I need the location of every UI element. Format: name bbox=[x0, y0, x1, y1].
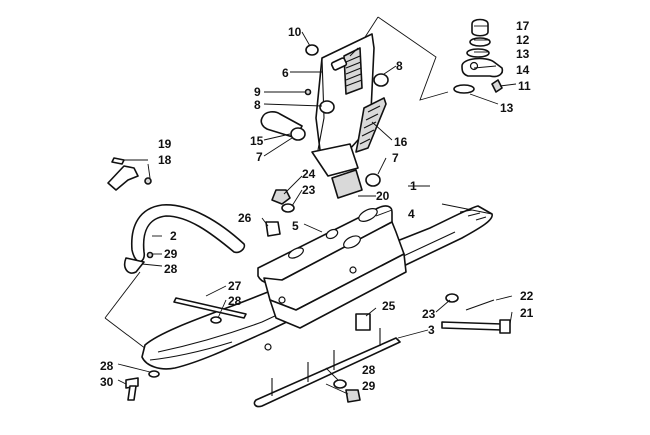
callout-20: 20 bbox=[376, 189, 390, 203]
callout-28d: 28 bbox=[100, 359, 114, 373]
callout-30: 30 bbox=[100, 375, 114, 389]
callout-13a: 13 bbox=[516, 47, 530, 61]
leader-lines bbox=[117, 25, 517, 395]
callout-2: 2 bbox=[170, 229, 177, 243]
callout-16: 16 bbox=[394, 135, 408, 149]
callout-14: 14 bbox=[516, 63, 530, 77]
callout-10: 10 bbox=[288, 25, 302, 39]
callout-28a: 28 bbox=[164, 262, 178, 276]
steering-arm-cap bbox=[453, 18, 504, 94]
callout-8b: 8 bbox=[254, 98, 261, 112]
callout-26: 26 bbox=[238, 211, 252, 225]
bushings bbox=[260, 73, 389, 199]
callout-28b: 28 bbox=[228, 294, 242, 308]
assembly-frame-lines bbox=[104, 16, 449, 353]
callout-4: 4 bbox=[408, 207, 415, 221]
callout-28c: 28 bbox=[362, 363, 376, 377]
callout-7a: 7 bbox=[256, 150, 263, 164]
callout-25: 25 bbox=[382, 299, 396, 313]
callout-7b: 7 bbox=[392, 151, 399, 165]
callout-18: 18 bbox=[158, 153, 172, 167]
callout-1: 1 bbox=[410, 179, 417, 193]
spindle-liner bbox=[355, 97, 387, 153]
callout-17: 17 bbox=[516, 19, 530, 33]
callout-15: 15 bbox=[250, 134, 264, 148]
callout-19: 19 bbox=[158, 137, 172, 151]
callout-23b: 23 bbox=[422, 307, 436, 321]
ski-loop-handle bbox=[123, 204, 246, 274]
callout-11: 11 bbox=[518, 79, 531, 93]
callout-13b: 13 bbox=[500, 101, 514, 115]
spindle-arm bbox=[311, 33, 375, 177]
callout-22: 22 bbox=[520, 289, 534, 303]
fasteners bbox=[125, 189, 511, 403]
callout-8a: 8 bbox=[396, 59, 403, 73]
callout-21: 21 bbox=[520, 306, 534, 320]
callout-12: 12 bbox=[516, 33, 530, 47]
callout-6: 6 bbox=[282, 66, 289, 80]
callout-5: 5 bbox=[292, 219, 299, 233]
top-hardware bbox=[304, 44, 319, 96]
callout-3: 3 bbox=[428, 323, 435, 337]
ski-spindle-housing bbox=[257, 205, 407, 329]
wear-bar bbox=[253, 328, 401, 408]
callout-23a: 23 bbox=[302, 183, 316, 197]
ski-loop-bracket bbox=[107, 157, 152, 191]
callout-9: 9 bbox=[254, 85, 261, 99]
callout-24: 24 bbox=[302, 167, 316, 181]
callout-29b: 29 bbox=[362, 379, 376, 393]
callout-labels: 1 2 3 4 5 6 7 7 8 8 9 10 11 12 13 13 14 … bbox=[100, 19, 534, 393]
callout-29a: 29 bbox=[164, 247, 178, 261]
callout-27: 27 bbox=[228, 279, 242, 293]
